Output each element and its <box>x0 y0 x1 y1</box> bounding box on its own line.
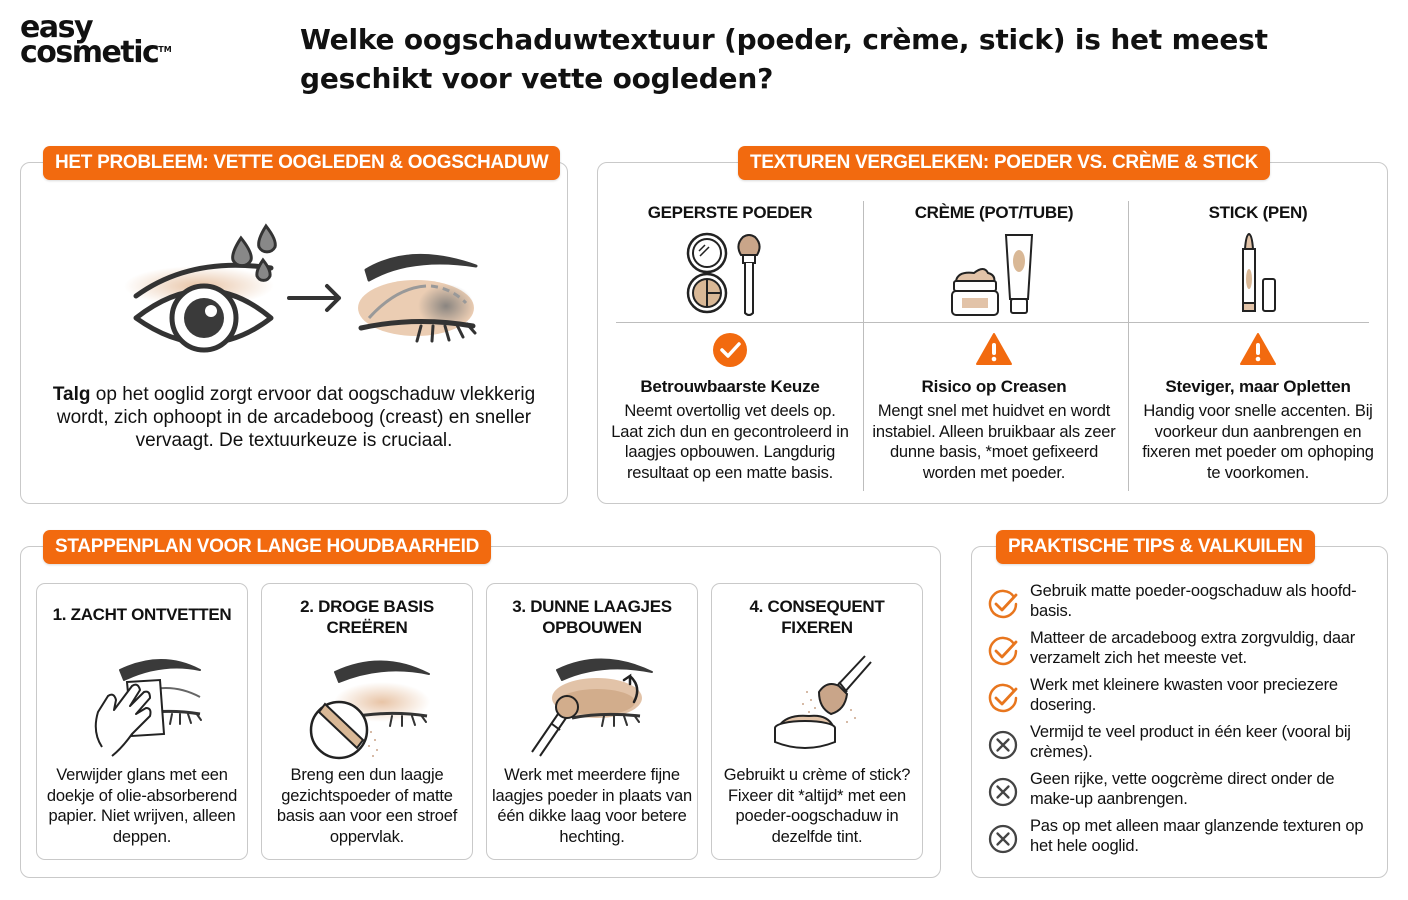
status-check-badge <box>598 332 862 372</box>
steps-panel: STAPPENPLAN VOOR LANGE HOUDBAARHEID 1. Z… <box>20 530 941 878</box>
texture-verdict: Steviger, maar Opletten <box>1165 377 1351 396</box>
brand-line2: cosmetic <box>20 34 160 70</box>
status-warning-badge <box>1126 332 1390 372</box>
textures-panel: TEXTUREN VERGELEKEN: POEDER VS. CRÈME & … <box>597 146 1390 504</box>
brand-logo: easy cosmeticTM <box>20 10 172 67</box>
texture-column-powder: GEPERSTE POEDER Betrouwbaarste Keuze Nee… <box>598 199 862 489</box>
oily-eye-illustration <box>124 223 478 353</box>
oily-eye-icon <box>124 223 277 353</box>
step-description: Verwijder glans met een doekje of olie-a… <box>46 766 238 846</box>
check-circle-icon <box>988 636 1018 666</box>
tip-text: Matteer de arcadeboog extra zorgvuldig, … <box>1030 629 1356 667</box>
problem-description: Talg op het ooglid zorgt ervoor dat oogs… <box>31 383 557 452</box>
texture-description: Mengt snel met huidvet en wordt instabie… <box>872 402 1116 482</box>
texture-heading: GEPERSTE POEDER <box>647 203 813 222</box>
tip-item-do: Gebruik matte poeder-oogschaduw als hoof… <box>986 581 1377 628</box>
texture-description: Handig voor snelle accenten. Bij voorkeu… <box>1142 402 1374 482</box>
step-title: 1. ZACHT ONTVETTEN <box>52 605 232 624</box>
tip-text: Geen rijke, vette oogcrème direct onder … <box>1030 770 1335 808</box>
step-description: Werk met meerdere fijne laagjes poeder i… <box>492 766 692 846</box>
tip-text: Vermijd te veel product in één keer (voo… <box>1030 723 1351 761</box>
tip-item-dont: Geen rijke, vette oogcrème direct onder … <box>986 769 1377 816</box>
tips-panel-label: PRAKTISCHE TIPS & VALKUILEN <box>996 530 1315 564</box>
step-title: 2. DROGE BASIS CREËREN <box>300 597 434 637</box>
x-circle-icon <box>988 777 1018 807</box>
problem-panel-label: HET PROBLEEM: VETTE OOGLEDEN & OOGSCHADU… <box>43 146 561 180</box>
row-divider <box>616 322 1369 323</box>
pressed-powder-icon <box>686 232 761 316</box>
check-circle-filled-icon <box>713 333 747 367</box>
creased-eyeshadow-icon <box>358 253 478 343</box>
check-circle-icon <box>988 589 1018 619</box>
step-description: Breng een dun laagje gezichtspoeder of m… <box>276 766 458 846</box>
step-card: 2. DROGE BASIS CREËREN Breng een dun laa… <box>261 583 473 860</box>
step-card: 4. CONSEQUENT FIXEREN Gebruikt u crème o… <box>711 583 923 860</box>
column-divider <box>863 201 864 491</box>
tip-item-do: Matteer de arcadeboog extra zorgvuldig, … <box>986 628 1377 675</box>
step-title: 3. DUNNE LAAGJES OPBOUWEN <box>512 597 672 637</box>
texture-verdict: Risico op Creasen <box>921 377 1067 396</box>
step-title: 4. CONSEQUENT FIXEREN <box>749 597 885 637</box>
warning-triangle-icon <box>1240 333 1276 365</box>
column-divider <box>1128 201 1129 491</box>
brush-setting-icon <box>774 652 875 749</box>
texture-heading: CRÈME (POT/TUBE) <box>914 203 1074 222</box>
tips-panel: PRAKTISCHE TIPS & VALKUILEN Gebruik matt… <box>971 530 1388 878</box>
tip-text: Pas op met alleen maar glanzende texture… <box>1030 817 1364 855</box>
arrow-right-icon <box>287 284 341 312</box>
step-card: 1. ZACHT ONTVETTEN Verwijder glans met e… <box>36 583 248 860</box>
problem-panel: HET PROBLEEM: VETTE OOGLEDEN & OOGSCHADU… <box>20 146 568 504</box>
cream-pot-tube-icon <box>951 234 1034 316</box>
tip-text: Gebruik matte poeder-oogschaduw als hoof… <box>1030 582 1357 620</box>
trademark: TM <box>158 44 172 54</box>
warning-triangle-icon <box>976 333 1012 365</box>
texture-heading: STICK (PEN) <box>1208 203 1308 222</box>
texture-verdict: Betrouwbaarste Keuze <box>640 377 820 396</box>
x-circle-icon <box>988 730 1018 760</box>
tip-item-dont: Pas op met alleen maar glanzende texture… <box>986 816 1377 863</box>
tip-item-do: Werk met kleinere kwasten voor preciezer… <box>986 675 1377 722</box>
problem-text: op het ooglid zorgt ervoor dat oogschadu… <box>56 384 536 451</box>
check-circle-icon <box>988 683 1018 713</box>
steps-panel-label: STAPPENPLAN VOOR LANGE HOUDBAARHEID <box>43 530 492 564</box>
brand-line1: easy <box>20 10 94 45</box>
problem-keyword: Talg <box>52 384 91 405</box>
textures-panel-label: TEXTUREN VERGELEKEN: POEDER VS. CRÈME & … <box>738 146 1271 180</box>
x-circle-icon <box>988 824 1018 854</box>
stick-pen-icon <box>1242 232 1276 312</box>
texture-column-cream: CRÈME (POT/TUBE) Risico op Creasen Mengt… <box>862 199 1126 489</box>
step-description: Gebruikt u crème of stick? Fixeer dit *a… <box>723 766 911 846</box>
page-title: Welke oogschaduwtextuur (poeder, crème, … <box>300 23 1268 95</box>
powder-puff-icon <box>309 660 430 760</box>
brush-layers-icon <box>531 658 653 757</box>
texture-column-stick: STICK (PEN) Steviger, maar Opletten Hand… <box>1126 199 1390 489</box>
step-card: 3. DUNNE LAAGJES OPBOUWEN Werk met meerd… <box>486 583 698 860</box>
status-warning-badge <box>862 332 1126 372</box>
texture-description: Neemt overtollig vet deels op. Laat zich… <box>611 402 849 482</box>
tips-list: Gebruik matte poeder-oogschaduw als hoof… <box>986 581 1377 863</box>
blotting-hand-icon <box>94 659 202 757</box>
tip-item-dont: Vermijd te veel product in één keer (voo… <box>986 722 1377 769</box>
tip-text: Werk met kleinere kwasten voor preciezer… <box>1030 676 1338 714</box>
